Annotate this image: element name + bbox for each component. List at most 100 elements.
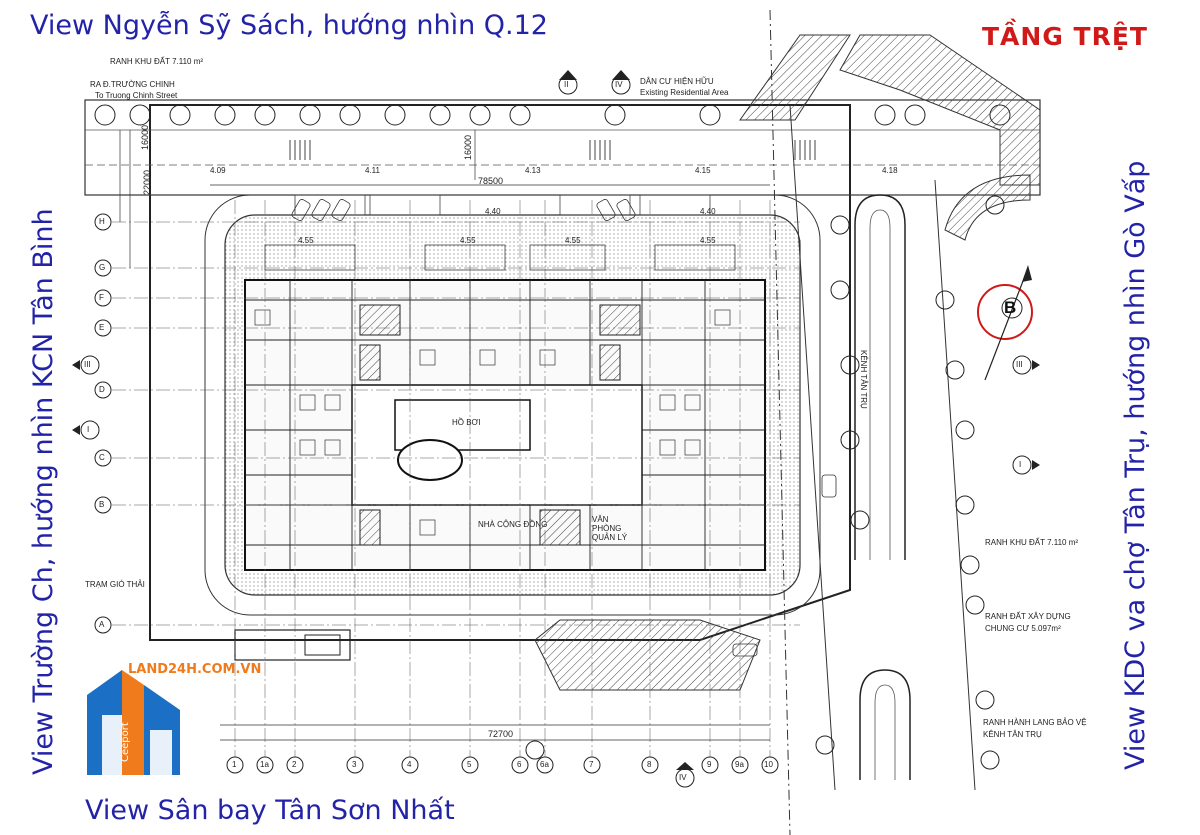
- grid-row-c: C: [99, 453, 105, 462]
- pool-jacuzzi: [397, 439, 463, 481]
- block-b-circle: [977, 284, 1033, 340]
- grid-row-e: E: [99, 323, 105, 332]
- level-8: 4.40: [485, 207, 501, 216]
- dimension-lines: [119, 130, 801, 741]
- label-ranh-hanh-lang-2: KÊNH TÂN TRỤ: [983, 730, 1042, 739]
- section-mark-2: IV: [615, 80, 623, 89]
- boundary-line-right: [769, 9, 791, 835]
- level-1: 4.09: [210, 166, 226, 175]
- south-annex-room: [304, 634, 341, 656]
- section-mark-4: I: [87, 425, 90, 434]
- view-right-label: View KDC va chợ Tân Trụ, hướng nhìn Gò V…: [1120, 160, 1151, 770]
- grid-col-3: 3: [352, 760, 357, 769]
- dim-72700: 72700: [488, 729, 514, 739]
- label-kenh: KÊNH TÂN TRỤ: [859, 350, 868, 409]
- grid-col-10: 10: [764, 760, 773, 769]
- label-ranh-dat-xd-2: CHUNG CƯ 5.097m²: [985, 624, 1061, 633]
- section-mark-6: I: [1019, 460, 1022, 469]
- label-van-phong: VĂN PHÒNG QUẢN LÝ: [592, 515, 628, 542]
- grid-row-f: F: [99, 293, 104, 302]
- level-6: 4.55: [298, 236, 314, 245]
- section-triangles: [72, 70, 1040, 770]
- label-ranh-khu-dat-top: RANH KHU ĐẤT 7.110 m²: [110, 57, 204, 66]
- grid-col-2: 2: [292, 760, 297, 769]
- level-5: 4.18: [882, 166, 898, 175]
- level-2: 4.11: [365, 166, 380, 175]
- grid-col-6: 6: [517, 760, 522, 769]
- level-3: 4.13: [525, 166, 541, 175]
- logo-mark: [87, 670, 180, 775]
- unit-furniture: [254, 309, 731, 536]
- canal-line-1: [789, 104, 836, 791]
- dim-16000-b: 16000: [463, 134, 473, 160]
- ramp-curve-east: [944, 174, 1031, 241]
- section-mark-3: III: [84, 360, 91, 369]
- view-left-label: View Trường Ch, hướng nhìn KCN Tân Bình: [28, 208, 59, 775]
- canal-loop-bottom-inner: [874, 684, 896, 780]
- logo-brand: LAND24H.COM.VN: [128, 662, 262, 677]
- block-b-inner: [1001, 297, 1023, 319]
- grid-col-7: 7: [589, 760, 594, 769]
- grid-col-5: 5: [467, 760, 472, 769]
- section-mark-7: IV: [679, 773, 687, 782]
- trees-right: [815, 195, 1005, 770]
- view-top-label: View Ngyễn Sỹ Sách, hướng nhìn Q.12: [30, 10, 548, 41]
- logo-sub: Ceeport: [120, 722, 131, 762]
- label-ho-boi: HỒ BƠI: [452, 418, 481, 427]
- grid-col-bubbles: [226, 756, 779, 774]
- dim-16000-a: 16000: [140, 124, 150, 150]
- section-mark-1: II: [564, 80, 569, 89]
- level-7: 4.55: [460, 236, 476, 245]
- grid-col-6a: 6a: [540, 760, 549, 769]
- block-label: B: [1004, 298, 1017, 317]
- label-ranh-dat-xd-1: RANH ĐẤT XÂY DỰNG: [985, 612, 1071, 621]
- ramp-north-east-2: [839, 34, 1041, 186]
- swimming-pool: [394, 399, 531, 451]
- grid-col-1: 1: [232, 760, 237, 769]
- grid-col-8: 8: [647, 760, 652, 769]
- grid-row-bubbles: [94, 213, 112, 634]
- driveway-ring: [204, 194, 821, 616]
- level-4: 4.15: [695, 166, 711, 175]
- dim-22000: 22000: [142, 169, 152, 195]
- level-9: 4.40: [700, 207, 716, 216]
- grid-row-a: A: [99, 620, 105, 629]
- level-11: 4.55: [700, 236, 716, 245]
- grid-col-9a: 9a: [735, 760, 744, 769]
- label-nha-cong-dong: NHÀ CỘNG ĐỒNG: [478, 520, 548, 529]
- level-10: 4.55: [565, 236, 581, 245]
- grid-col-4: 4: [407, 760, 412, 769]
- grid-col-9: 9: [707, 760, 712, 769]
- section-mark-5: III: [1016, 360, 1023, 369]
- section-markers: [80, 75, 1032, 788]
- stair-cores: [359, 304, 641, 546]
- label-tram-gio-thai: TRẠM GIÓ THẢI: [85, 580, 145, 589]
- label-to-truong-chinh: To Truong Chinh Street: [95, 91, 178, 100]
- ramp-south: [534, 619, 761, 691]
- canal-loop-top-inner: [869, 209, 891, 560]
- grid-col-1a: 1a: [260, 760, 269, 769]
- canal-line-2: [934, 179, 976, 791]
- grid-row-h: H: [99, 217, 105, 226]
- floor-title: TẦNG TRỆT: [982, 22, 1148, 51]
- grid-lines: [112, 200, 800, 760]
- parked-cars: [291, 199, 837, 657]
- label-dan-cu-2: Existing Residential Area: [640, 88, 729, 97]
- label-ra-truong-chinh: RA Đ.TRƯỜNG CHINH: [90, 80, 175, 89]
- unit-walls: [245, 280, 765, 570]
- grid-row-d: D: [99, 385, 105, 394]
- label-ranh-hanh-lang-1: RANH HÀNH LANG BẢO VỆ: [983, 718, 1087, 727]
- trees-top: [94, 104, 1011, 126]
- ramp-north-east: [739, 34, 851, 121]
- label-dan-cu-1: DÂN CƯ HIỆN HỮU: [640, 77, 714, 86]
- dim-78500: 78500: [478, 176, 504, 186]
- courtyard: [351, 384, 643, 506]
- grid-row-b: B: [99, 500, 105, 509]
- view-bottom-label: View Sân bay Tân Sơn Nhất: [85, 795, 455, 826]
- label-ranh-khu-dat-right: RANH KHU ĐẤT 7.110 m²: [985, 538, 1079, 547]
- grid-row-g: G: [99, 263, 106, 272]
- crosswalks-top: [289, 140, 816, 160]
- north-arrow: [984, 267, 1029, 381]
